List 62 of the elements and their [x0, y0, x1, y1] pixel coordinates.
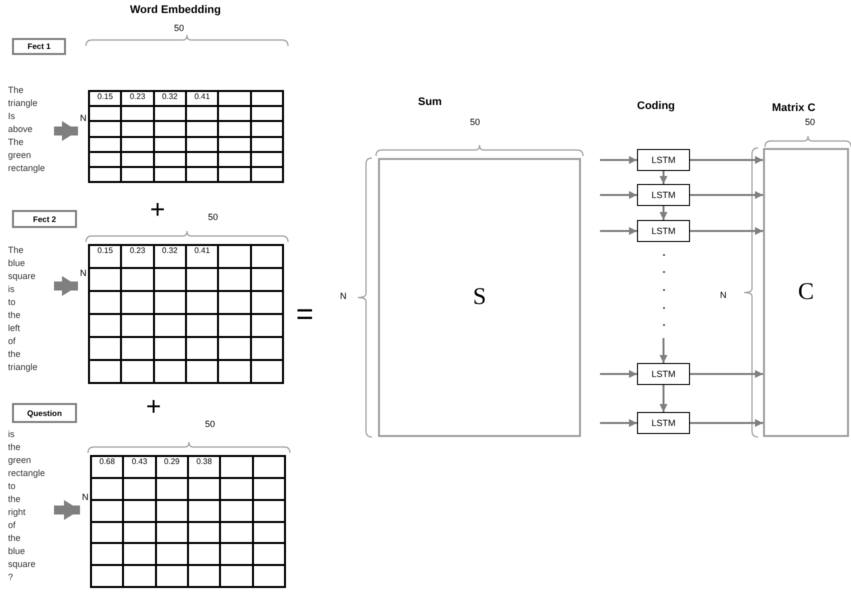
matrix-cell: 0.41 [186, 91, 218, 106]
matrix-cell: 0.32 [154, 91, 186, 106]
dimension-label: 50 [470, 117, 480, 127]
matrix-cell: 0.23 [121, 245, 154, 268]
dimension-label: N [720, 290, 726, 300]
heading: Matrix C [772, 102, 816, 114]
matrix-box: S [378, 158, 581, 437]
arrow [690, 419, 763, 427]
label-box: Question [12, 403, 77, 423]
edge-label: N [79, 113, 88, 124]
matrix-cell: 0.29 [156, 456, 188, 478]
matrix-grid [90, 455, 286, 588]
arrow [600, 419, 637, 427]
heading: Sum [418, 96, 442, 108]
matrix-cell: 0.43 [123, 456, 156, 478]
sentence-text: The blue square is to the left of the triangle [8, 244, 54, 374]
arrow [600, 370, 637, 378]
arrow [690, 191, 763, 199]
matrix-cell: 0.15 [89, 91, 122, 106]
sentence-text: is the green rectangle to the right of the blue square ? [8, 428, 54, 584]
arrow [660, 171, 668, 184]
dimension-label: 50 [205, 419, 216, 429]
matrix-box: C [763, 148, 849, 437]
arrow [690, 370, 763, 378]
dimension-label: 50 [174, 23, 184, 33]
arrow [600, 191, 637, 199]
label-box: Fect 2 [12, 210, 77, 228]
heading: Word Embedding [130, 4, 221, 16]
arrow [600, 156, 637, 164]
arrow [54, 121, 78, 141]
arrow [54, 276, 78, 296]
matrix-cell: 0.41 [186, 245, 218, 268]
matrix-cell: 0.32 [154, 245, 186, 268]
arrow [600, 227, 637, 235]
plus-sign: + [150, 196, 166, 222]
edge-label: N [81, 492, 90, 503]
matrix-grid [88, 244, 284, 384]
lstm-box: LSTM [637, 184, 690, 206]
arrow [54, 500, 80, 520]
lstm-box: LSTM [637, 220, 690, 242]
dimension-label: 50 [208, 212, 218, 222]
lstm-box: LSTM [637, 412, 690, 434]
heading: Coding [637, 100, 675, 112]
matrix-cell: 0.15 [89, 245, 122, 268]
plus-sign: + [146, 393, 162, 419]
arrow [690, 156, 763, 164]
lstm-box: LSTM [637, 363, 690, 385]
matrix-cell: 0.23 [121, 91, 154, 106]
lstm-box: LSTM [637, 149, 690, 171]
label-box: Fect 1 [12, 38, 66, 55]
sentence-text: The triangle Is above The green rectangle [8, 84, 54, 175]
arrow [660, 206, 668, 220]
arrow [660, 385, 668, 412]
matrix-cell: 0.38 [188, 456, 220, 478]
dimension-label: 50 [805, 117, 816, 127]
dimension-label: N [340, 291, 346, 301]
equals-sign: = [296, 300, 314, 330]
arrow [660, 338, 668, 363]
matrix-grid [88, 90, 284, 183]
matrix-cell: 0.68 [91, 456, 124, 478]
arrow [690, 227, 763, 235]
edge-label: N [79, 268, 88, 279]
